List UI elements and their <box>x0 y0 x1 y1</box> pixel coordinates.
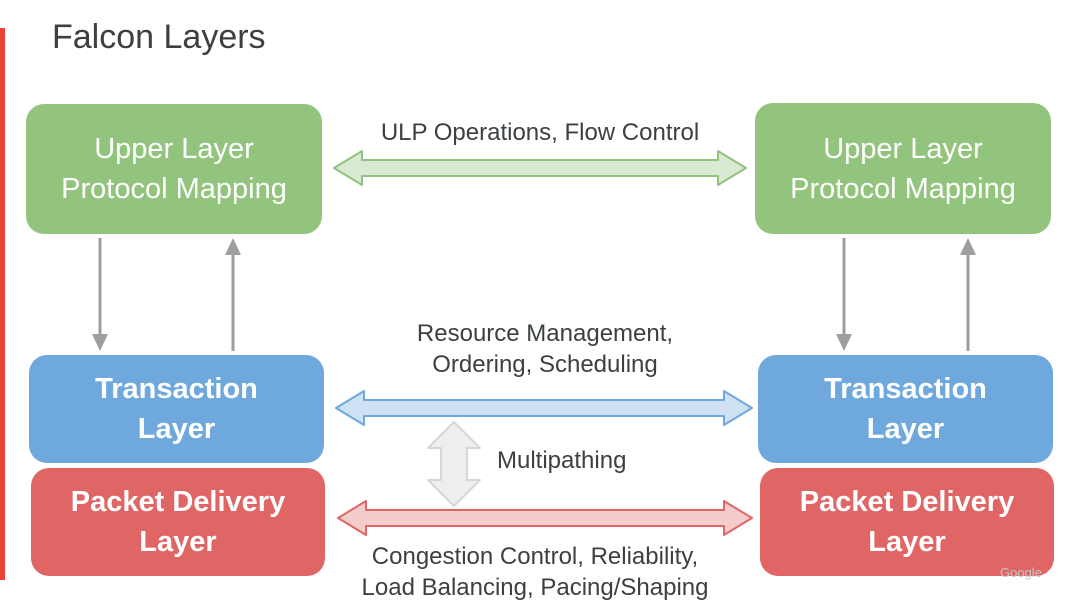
multipath-arrow <box>427 421 481 507</box>
right-ulp-box: Upper Layer Protocol Mapping <box>755 103 1051 234</box>
packet-link-arrow <box>337 500 753 536</box>
left-ulp-label: Upper Layer Protocol Mapping <box>61 133 287 205</box>
transaction-link-label: Resource Management, Ordering, Schedulin… <box>416 320 674 378</box>
left-packet-box: Packet Delivery Layer <box>31 468 325 576</box>
left-ulp-box: Upper Layer Protocol Mapping <box>26 104 322 234</box>
left-transaction-label: Transaction Layer <box>95 373 258 445</box>
left-down-arrow <box>92 238 108 351</box>
left-packet-label: Packet Delivery Layer <box>70 486 286 558</box>
ulp-link-label: ULP Operations, Flow Control <box>380 119 700 146</box>
right-packet-box: Packet Delivery Layer <box>760 468 1054 576</box>
packet-link-label: Congestion Control, Reliability, Load Ba… <box>361 543 709 601</box>
google-watermark: Google <box>1000 565 1042 580</box>
right-ulp-label: Upper Layer Protocol Mapping <box>790 132 1016 205</box>
multipath-label: Multipathing <box>497 447 627 474</box>
accent-bar <box>0 28 5 580</box>
right-transaction-box: Transaction Layer <box>758 355 1053 463</box>
ulp-link-arrow <box>333 150 747 186</box>
left-transaction-box: Transaction Layer <box>29 355 324 463</box>
slide-title: Falcon Layers <box>52 18 266 56</box>
right-up-arrow <box>960 238 976 351</box>
right-packet-label: Packet Delivery Layer <box>799 486 1015 558</box>
right-down-arrow <box>836 238 852 351</box>
left-up-arrow <box>225 238 241 351</box>
right-transaction-label: Transaction Layer <box>824 373 987 445</box>
transaction-link-arrow <box>335 390 753 426</box>
